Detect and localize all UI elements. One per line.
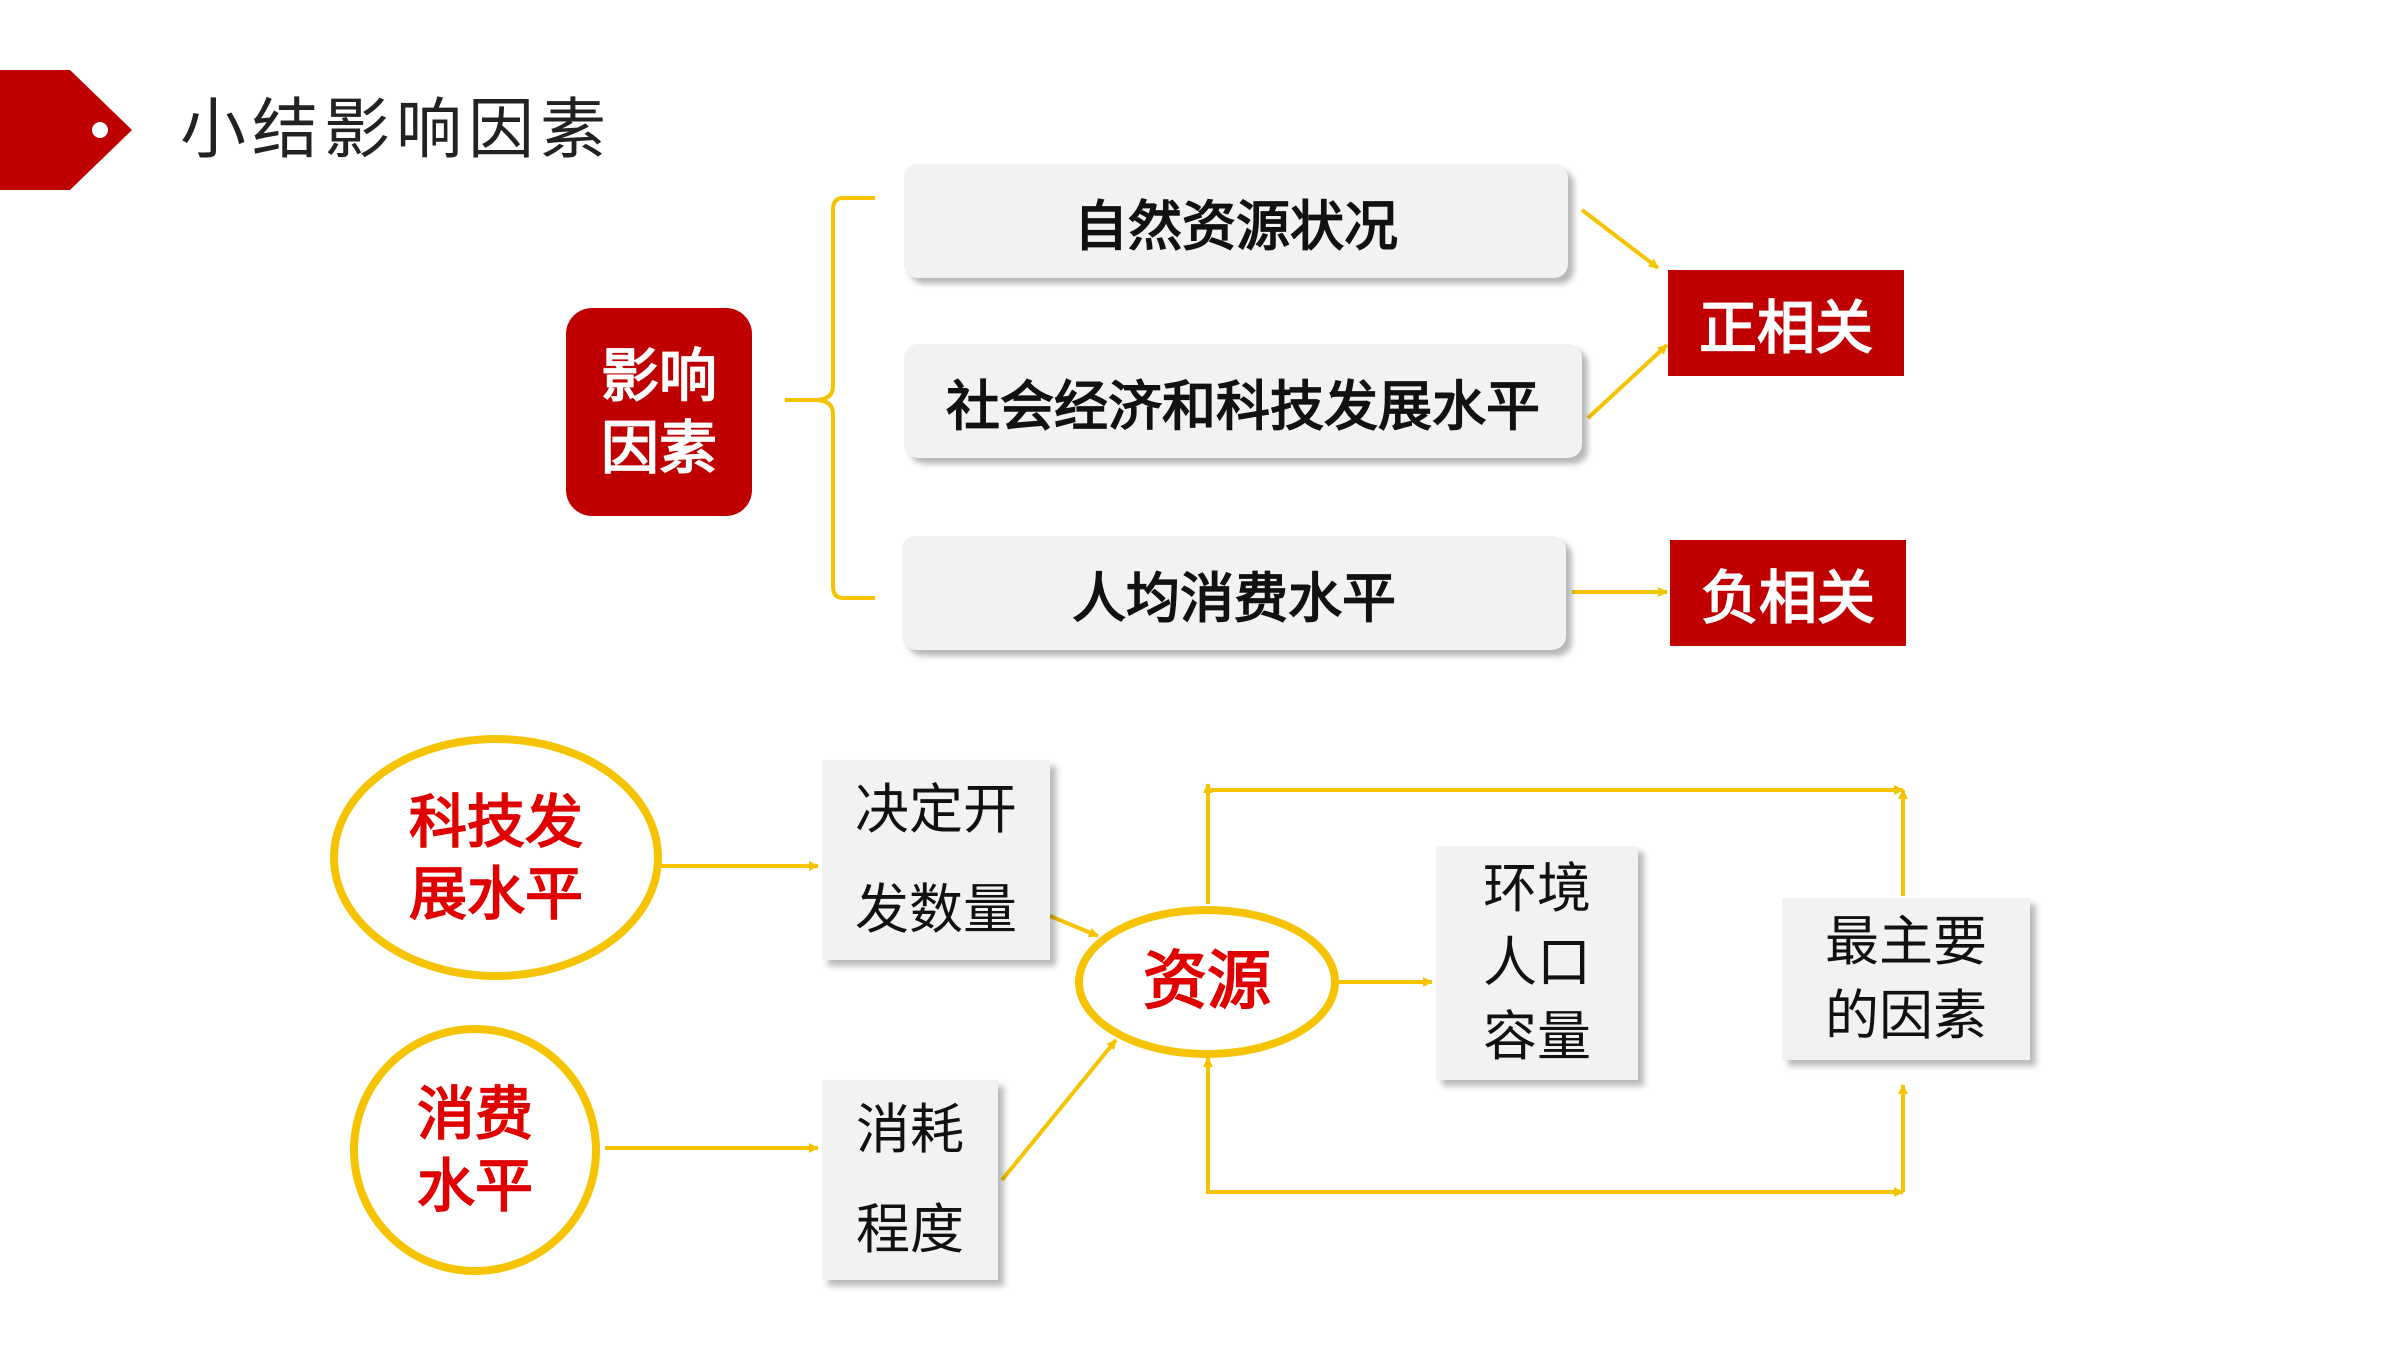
degree-line-2: 程度 bbox=[856, 1198, 964, 1261]
tech-line-2: 展水平 bbox=[408, 859, 583, 928]
arrow-degree-resource bbox=[1000, 1038, 1118, 1182]
influence-line-2: 因素 bbox=[600, 414, 717, 482]
resource-label: 资源 bbox=[1143, 945, 1271, 1019]
arrow-economy-positive bbox=[1586, 343, 1669, 420]
decide-quantity-box: 决定开 发数量 bbox=[822, 760, 1050, 960]
factor-economy-label: 社会经济和科技发展水平 bbox=[946, 374, 1540, 438]
capacity-line-2: 人口 bbox=[1483, 931, 1591, 994]
page-title: 小结影响因素 bbox=[180, 91, 612, 168]
factor-consumption-label: 人均消费水平 bbox=[1072, 566, 1396, 630]
factor-economy-tech: 社会经济和科技发展水平 bbox=[904, 344, 1582, 458]
factor-natural-label: 自然资源状况 bbox=[1074, 194, 1398, 258]
factor-natural-resources: 自然资源状况 bbox=[904, 164, 1568, 278]
main-factor-line-1: 最主要 bbox=[1825, 910, 1987, 973]
resource-oval: 资源 bbox=[1075, 906, 1339, 1058]
tech-line-1: 科技发 bbox=[408, 787, 583, 856]
decide-line-2: 发数量 bbox=[855, 878, 1017, 941]
arrow-bottom-loop bbox=[1206, 1060, 1904, 1197]
header-tag-icon bbox=[0, 70, 132, 190]
influence-factors-node: 影响 因素 bbox=[566, 308, 752, 516]
tech-level-oval: 科技发 展水平 bbox=[330, 735, 662, 980]
factor-consumption: 人均消费水平 bbox=[902, 536, 1566, 650]
influence-line-1: 影响 bbox=[600, 342, 717, 410]
degree-line-1: 消耗 bbox=[856, 1098, 964, 1161]
consume-line-2: 水平 bbox=[416, 1152, 533, 1220]
arrow-natural-positive bbox=[1580, 208, 1660, 270]
main-factor-line-2: 的因素 bbox=[1825, 984, 1987, 1047]
capacity-line-1: 环境 bbox=[1483, 857, 1591, 920]
environment-capacity-box: 环境 人口 容量 bbox=[1436, 846, 1638, 1080]
positive-correlation-tag: 正相关 bbox=[1668, 270, 1904, 376]
consumption-level-oval: 消费 水平 bbox=[350, 1025, 600, 1275]
bracket-line bbox=[785, 196, 875, 402]
consumption-degree-box: 消耗 程度 bbox=[822, 1080, 998, 1280]
arrow-decide-resource bbox=[1049, 914, 1099, 938]
decide-line-1: 决定开 bbox=[855, 778, 1017, 841]
consume-line-1: 消费 bbox=[416, 1080, 533, 1148]
negative-correlation-tag: 负相关 bbox=[1670, 540, 1906, 646]
main-factor-box: 最主要 的因素 bbox=[1782, 898, 2030, 1060]
capacity-line-3: 容量 bbox=[1483, 1005, 1591, 1068]
